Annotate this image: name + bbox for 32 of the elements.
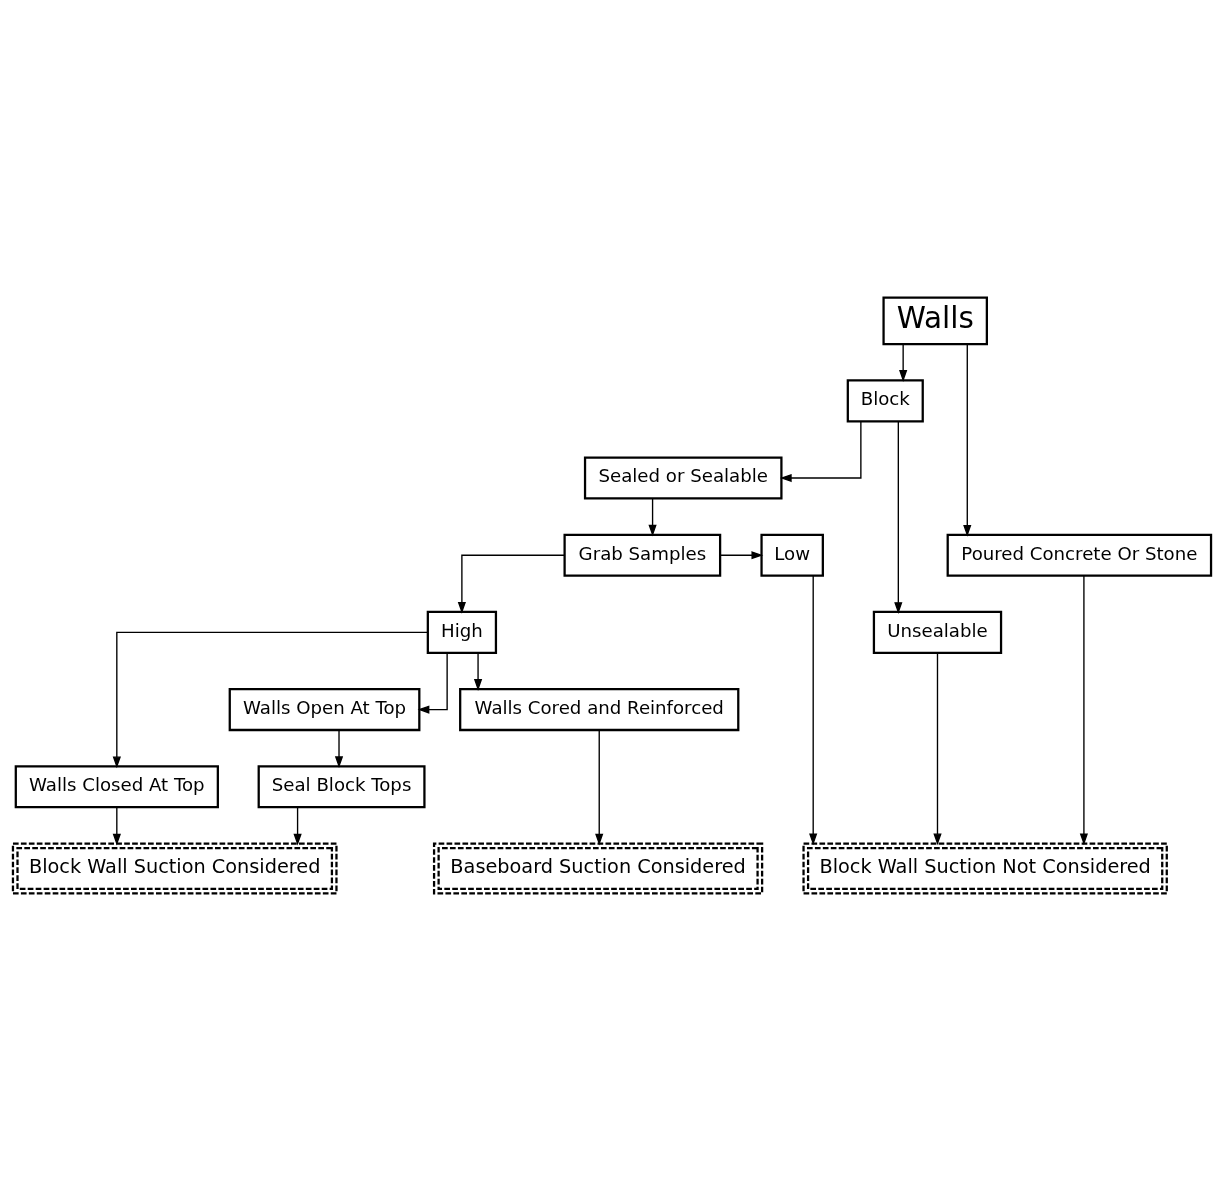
arrow [112,806,121,846]
node-box: Walls Open At Top [228,687,421,731]
node-box: Block [846,378,924,422]
node-box: Walls [882,295,988,345]
node-box: Sealed or Sealable [583,455,783,500]
arrow [595,728,604,845]
node-box: Block Wall Suction Not Considered [802,841,1168,895]
arrow [719,550,764,559]
arrow [457,554,565,614]
node-box: Low [760,533,824,577]
node-box: Block Wall Suction Considered [11,841,338,895]
arrow [1079,574,1089,845]
arrow [779,420,862,482]
node-box: Seal Block Tops [257,764,426,808]
arrow [933,651,942,845]
node-box: Walls Cored and Reinforced [459,687,740,731]
arrow [112,631,429,768]
node-box: Walls Closed At Top [14,764,219,808]
arrow [809,574,818,845]
arrow [963,342,972,537]
arrow [894,420,903,614]
arrow [417,651,448,714]
node-box: Grab Samples [563,533,722,577]
arrow [293,806,302,846]
node-box: Unsealable [872,610,1003,654]
arrow [899,343,908,382]
arrow [334,729,344,768]
node-box: Poured Concrete Or Stone [946,533,1213,577]
arrow [648,497,657,537]
node-box: Baseboard Suction Considered [432,841,764,895]
node-box: High [426,610,498,654]
arrow [473,651,483,691]
